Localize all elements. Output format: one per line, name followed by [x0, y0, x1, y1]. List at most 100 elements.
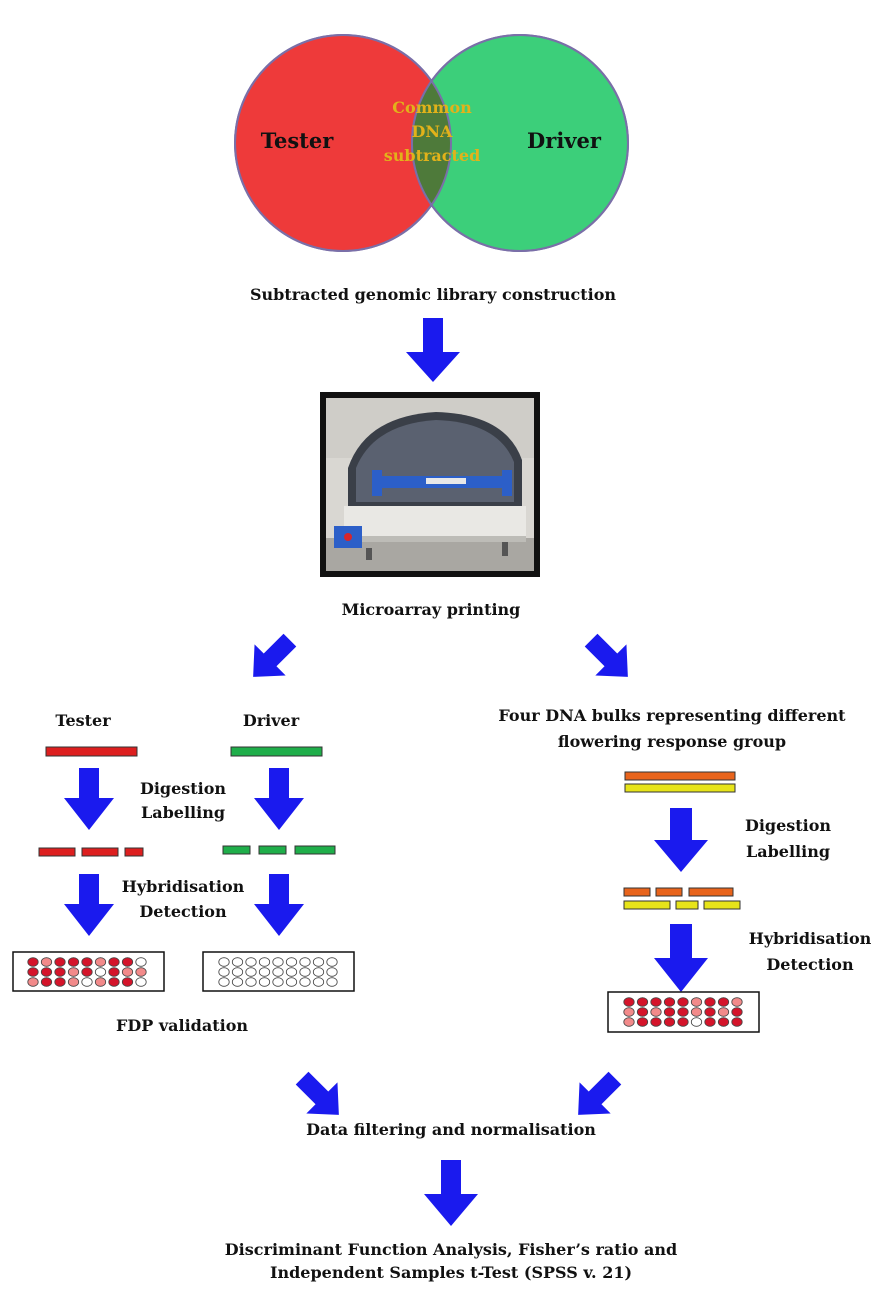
microarray-spot: [54, 967, 66, 977]
left-driver-label: Driver: [242, 711, 300, 730]
microarray-spot: [731, 1017, 743, 1027]
right-title-line1: Four DNA bulks representing different: [498, 706, 846, 725]
microarray-spot: [285, 977, 298, 987]
bulk-fragment-yellow: [675, 900, 699, 910]
microarray-spot: [312, 977, 325, 987]
bulk-fragment-yellow: [703, 900, 741, 910]
left-detection-label: Detection: [139, 902, 227, 921]
microarray-spot: [40, 977, 53, 987]
microarray-spot: [67, 967, 80, 977]
data-filtering-label: Data filtering and normalisation: [306, 1120, 596, 1139]
arrow-down-icon: [654, 808, 708, 872]
microarray-spot: [121, 967, 134, 977]
microarray-spot: [27, 977, 39, 987]
microarray-spot: [650, 997, 662, 1007]
tester-fragment: [124, 847, 144, 857]
microarray-spot: [94, 957, 107, 967]
microarray-printing-label: Microarray printing: [341, 600, 521, 619]
left-labelling-label: Labelling: [140, 803, 226, 822]
microarray-spot: [717, 1017, 730, 1027]
driver-microarray-spots: [218, 957, 338, 987]
microarray-spot: [299, 967, 311, 977]
arrow-down-right-icon: [295, 1071, 339, 1115]
microarray-spot: [81, 977, 93, 987]
bulk-fragment-orange: [688, 887, 734, 897]
venn-overlap-label: Common DNA subtracted: [384, 96, 481, 168]
microarray-spot: [94, 967, 107, 977]
microarray-spot: [218, 977, 230, 987]
bulk-fragment-orange: [623, 887, 651, 897]
microarray-spot: [677, 1007, 689, 1017]
right-title-line2: flowering response group: [557, 732, 787, 751]
microarray-spot: [135, 957, 147, 967]
microarray-spot: [326, 967, 338, 977]
venn-tester-label: Tester: [260, 128, 334, 153]
arrow-down-icon: [424, 1160, 478, 1226]
microarray-spot: [285, 957, 298, 967]
microarray-spot: [663, 1017, 676, 1027]
microarray-spot: [650, 1017, 662, 1027]
bulk-microarray-spots: [623, 997, 743, 1027]
microarray-spot: [40, 967, 53, 977]
venn-driver-label: Driver: [527, 128, 601, 153]
arrow-down-icon: [254, 874, 304, 936]
arrow-down-icon: [654, 924, 708, 992]
microarray-spot: [135, 977, 147, 987]
right-hybridisation-label: Hybridisation: [748, 929, 872, 948]
microarray-spot: [704, 997, 716, 1007]
printer-illustration: [326, 398, 534, 571]
driver-circle-outline: [411, 34, 629, 252]
microarray-spot: [285, 967, 298, 977]
microarray-spot: [40, 957, 53, 967]
microarray-spot: [27, 957, 39, 967]
microarray-spot: [636, 997, 649, 1007]
microarray-spot: [312, 957, 325, 967]
microarray-spot: [231, 977, 244, 987]
microarray-spot: [677, 997, 689, 1007]
microarray-spot: [704, 1017, 716, 1027]
microarray-spot: [272, 957, 284, 967]
microarray-spot: [135, 967, 147, 977]
microarray-spot: [690, 1017, 703, 1027]
bulk-fragment-yellow: [623, 900, 671, 910]
right-detection-label: Detection: [766, 955, 854, 974]
bulk-fragment-orange: [655, 887, 683, 897]
driver-fragment: [222, 845, 251, 855]
microarray-spot: [108, 977, 120, 987]
tester-fragment: [38, 847, 76, 857]
microarray-spot: [272, 977, 284, 987]
left-digestion-label: Digestion: [139, 779, 227, 798]
microarray-spot: [690, 997, 703, 1007]
left-tester-label: Tester: [55, 711, 111, 730]
microarray-spot: [218, 957, 230, 967]
driver-fragment: [258, 845, 287, 855]
microarray-spot: [326, 977, 338, 987]
microarray-spot: [623, 1007, 635, 1017]
right-digestion-label: Digestion: [744, 816, 832, 835]
microarray-spot: [245, 977, 257, 987]
microarray-spot: [663, 1007, 676, 1017]
microarray-spot: [258, 967, 271, 977]
microarray-spot: [636, 1017, 649, 1027]
microarray-spot: [81, 957, 93, 967]
microarray-spot: [108, 957, 120, 967]
microarray-spot: [67, 977, 80, 987]
analysis-line-1: Discriminant Function Analysis, Fisher’s…: [224, 1240, 678, 1259]
microarray-spot: [663, 997, 676, 1007]
overlap-line-3: subtracted: [383, 146, 481, 165]
overlap-line-1: Common: [392, 98, 472, 117]
arrow-down-right-icon: [584, 633, 628, 677]
left-hybridisation-label: Hybridisation: [121, 877, 245, 896]
microarray-spot: [623, 1017, 635, 1027]
microarray-spot: [731, 1007, 743, 1017]
tester-circle-outline: [234, 34, 452, 252]
overlap-line-2: DNA: [411, 122, 453, 141]
microarray-spot: [231, 957, 244, 967]
microarray-spot: [690, 1007, 703, 1017]
analysis-line-2: Independent Samples t-Test (SPSS v. 21): [269, 1263, 633, 1282]
microarray-spot: [27, 967, 39, 977]
microarray-spot: [731, 997, 743, 1007]
microarray-spot: [704, 1007, 716, 1017]
